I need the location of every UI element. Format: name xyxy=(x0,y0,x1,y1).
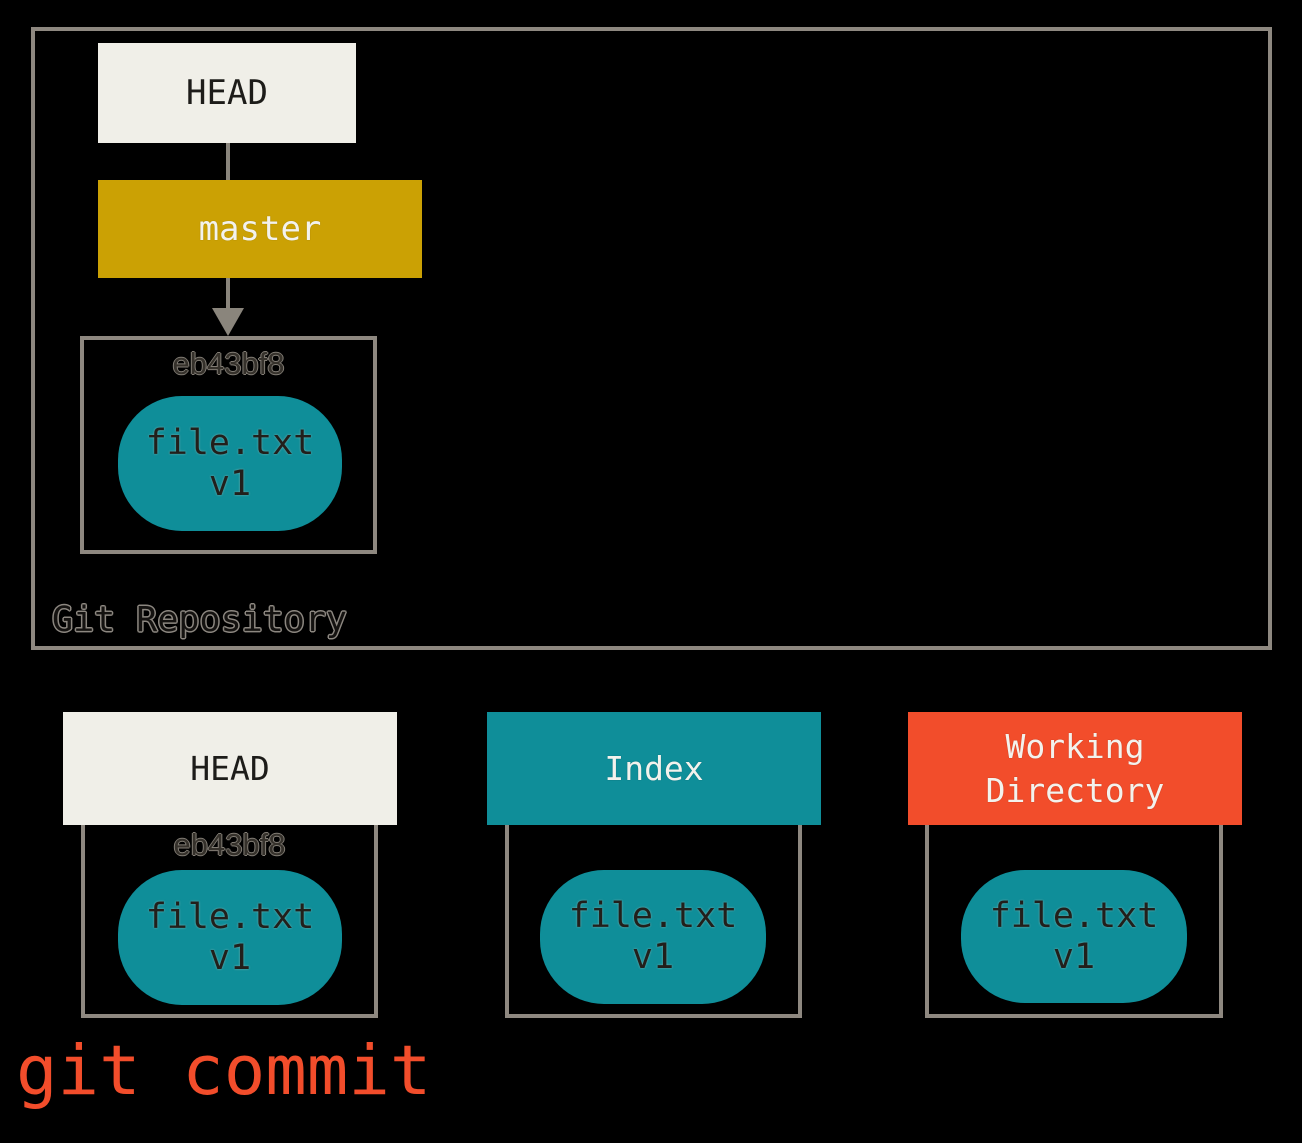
master-to-commit-connector xyxy=(226,278,230,310)
git-commit-caption: git commit xyxy=(16,1031,432,1111)
index-column-header: Index xyxy=(487,712,821,825)
master-branch-label: master xyxy=(198,209,322,249)
master-branch-box: master xyxy=(98,180,422,278)
head-column-header: HEAD xyxy=(63,712,397,825)
head-column-title: HEAD xyxy=(190,748,270,788)
blob-file-version: v1 xyxy=(1052,936,1096,977)
commit-hash-label: eb43bf8 xyxy=(172,346,285,381)
commit-box xyxy=(80,336,377,554)
blob-file-version: v1 xyxy=(208,463,252,504)
blob-file-name: file.txt xyxy=(989,895,1159,936)
blob-file-name: file.txt xyxy=(145,896,315,937)
working-directory-title-line1: Working xyxy=(1005,726,1145,766)
blob-file-name: file.txt xyxy=(145,422,315,463)
arrow-down-icon xyxy=(212,308,244,336)
head-pointer-label: HEAD xyxy=(186,73,268,113)
head-pointer-box: HEAD xyxy=(98,43,356,143)
working-directory-title-line2: Directory xyxy=(985,770,1165,810)
working-directory-file-blob: file.txt v1 xyxy=(961,870,1187,1003)
head-column-hash-label: eb43bf8 xyxy=(173,827,286,862)
blob-file-name: file.txt xyxy=(568,896,738,936)
index-column-title: Index xyxy=(604,748,704,788)
working-directory-column-header: Working Directory xyxy=(908,712,1242,825)
head-to-master-connector xyxy=(226,143,230,181)
head-column-file-blob: file.txt v1 xyxy=(118,870,342,1005)
blob-file-version: v1 xyxy=(631,937,675,977)
git-repository-box xyxy=(31,27,1272,650)
git-repository-label: Git Repository xyxy=(52,600,348,640)
commit-file-blob: file.txt v1 xyxy=(118,396,342,531)
blob-file-version: v1 xyxy=(208,937,252,978)
index-column-file-blob: file.txt v1 xyxy=(540,870,766,1004)
